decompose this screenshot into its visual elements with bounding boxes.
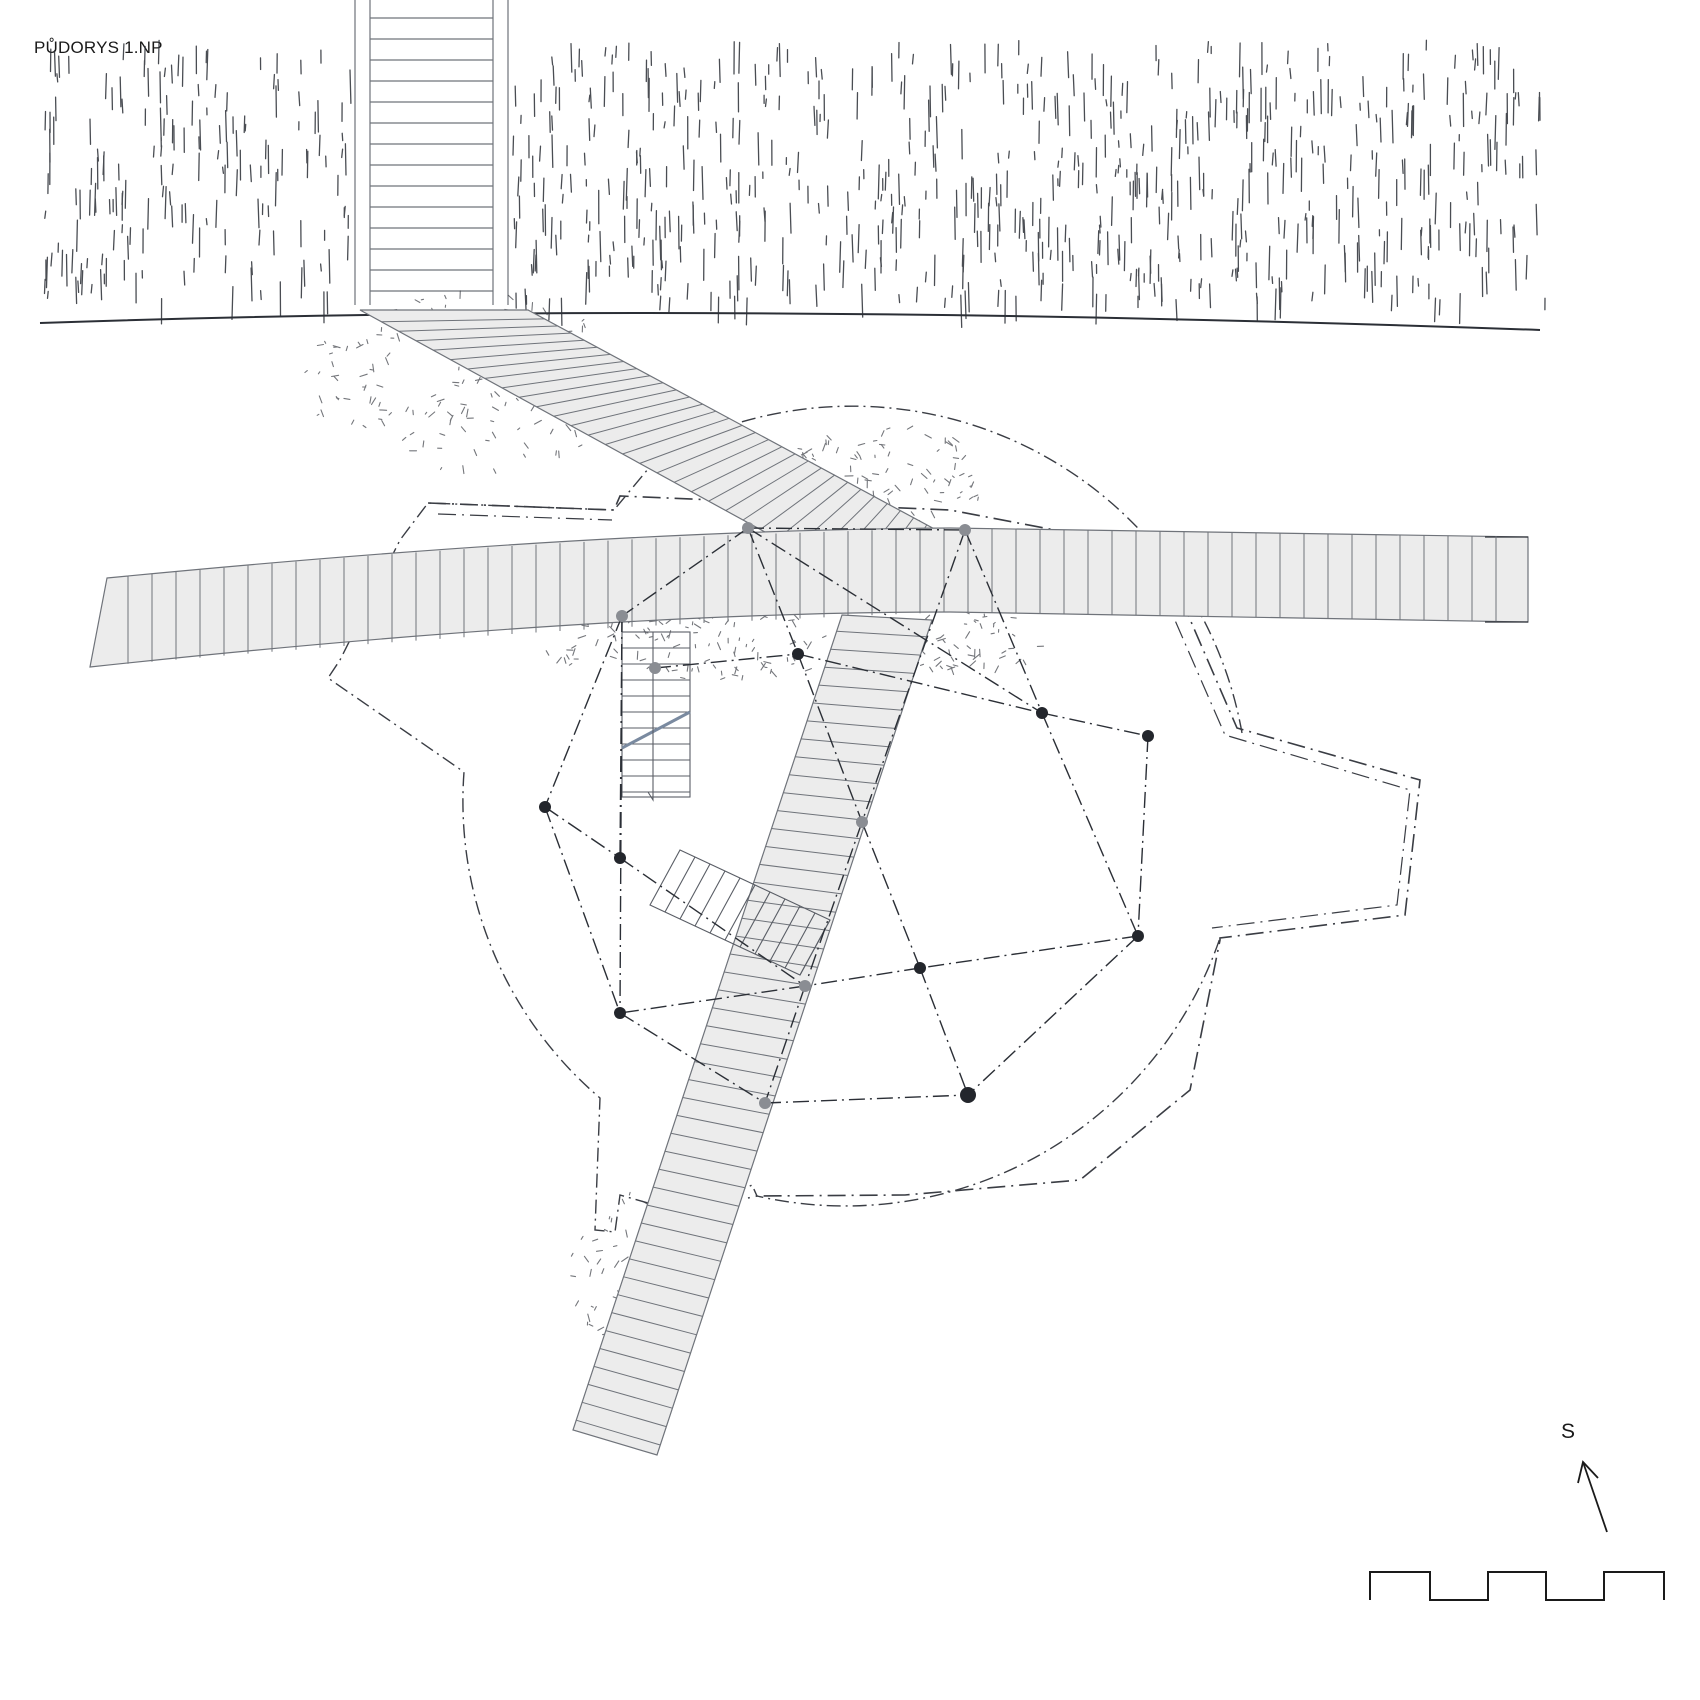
structural-node xyxy=(614,852,626,864)
structural-nodes xyxy=(539,522,1154,1109)
structural-node xyxy=(614,1007,626,1019)
structural-web xyxy=(544,527,1149,1104)
structural-node xyxy=(960,1087,976,1103)
structural-node xyxy=(616,610,628,622)
structural-node xyxy=(539,801,551,813)
forest-hatching xyxy=(43,39,1546,329)
structural-node xyxy=(742,522,754,534)
ground-line xyxy=(39,312,1541,331)
structural-node xyxy=(799,980,811,992)
structural-node xyxy=(649,662,661,674)
structural-node xyxy=(792,648,804,660)
southwest-bridge xyxy=(572,614,933,1456)
plan-title: PŮDORYS 1.NP xyxy=(34,38,163,57)
structural-node xyxy=(1142,730,1154,742)
horizontal-bridge xyxy=(89,527,1529,668)
north-arrow-icon xyxy=(1577,1460,1608,1533)
structural-node xyxy=(856,816,868,828)
site-outline xyxy=(327,405,1243,1233)
structural-node xyxy=(1132,930,1144,942)
north-stair xyxy=(354,0,509,305)
internal-stair xyxy=(621,631,831,976)
structural-node xyxy=(959,524,971,536)
building-outline-inner xyxy=(437,513,1411,929)
structural-node xyxy=(914,962,926,974)
north-label: S xyxy=(1561,1420,1576,1443)
structural-node xyxy=(1036,707,1048,719)
scale-bar xyxy=(1369,1571,1665,1601)
building-outline xyxy=(427,495,1421,1199)
structural-node xyxy=(759,1097,771,1109)
